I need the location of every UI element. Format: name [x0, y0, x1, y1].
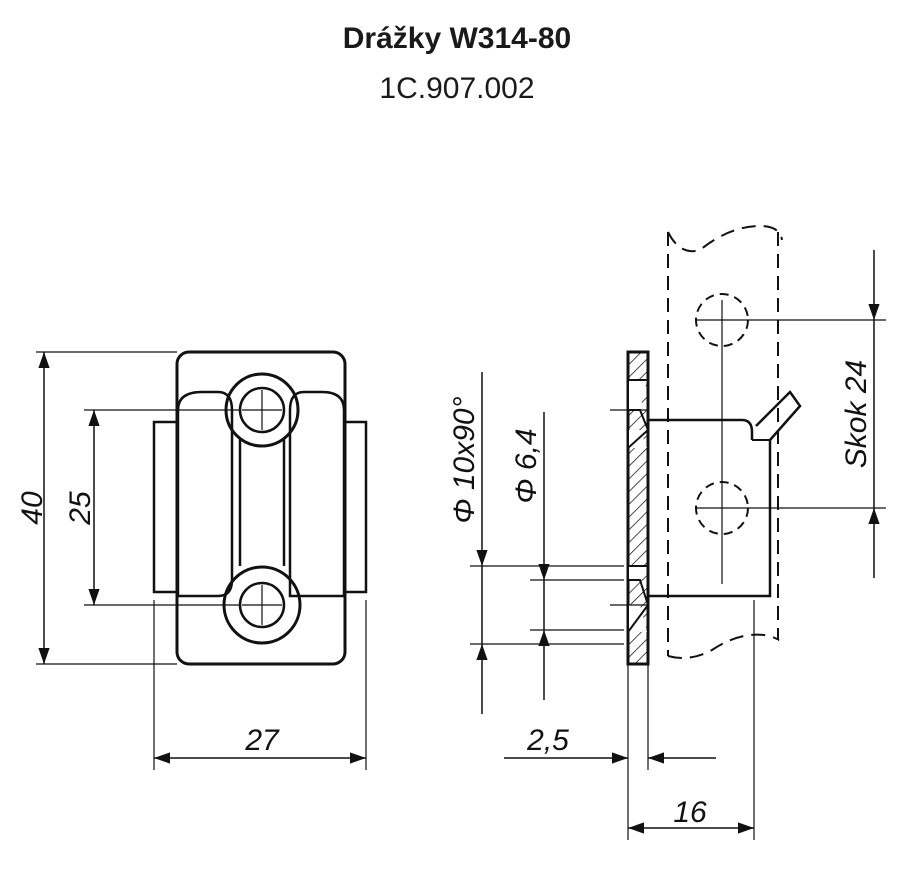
dim-16: 16 — [673, 796, 707, 829]
front-dimensions: 40 25 27 — [16, 351, 367, 770]
side-flanges — [152, 420, 368, 594]
dim-countersink: Φ 10x90° — [448, 396, 481, 523]
dim-27: 27 — [244, 724, 280, 757]
front-view — [152, 350, 368, 666]
dim-40: 40 — [16, 491, 49, 525]
left-rail — [176, 390, 234, 598]
rail-sides — [667, 232, 779, 656]
rail-top-bottom — [667, 224, 783, 659]
side-view — [610, 224, 886, 666]
side-dimensions: Skok 24 Φ 10x90° Φ 6,4 2,5 16 — [448, 250, 880, 840]
dim-hole-diameter: Φ 6,4 — [510, 428, 543, 503]
bracket-profile — [648, 390, 802, 598]
drawing-code: 1C.907.002 — [379, 72, 535, 105]
outer-plate — [175, 350, 347, 666]
right-rail — [288, 390, 346, 598]
dim-skok-24: Skok 24 — [840, 360, 873, 468]
drawing-title: Drážky W314-80 — [342, 22, 572, 55]
slot-walls — [238, 438, 286, 566]
dim-25: 25 — [64, 491, 97, 526]
dim-2-5: 2,5 — [526, 724, 569, 757]
